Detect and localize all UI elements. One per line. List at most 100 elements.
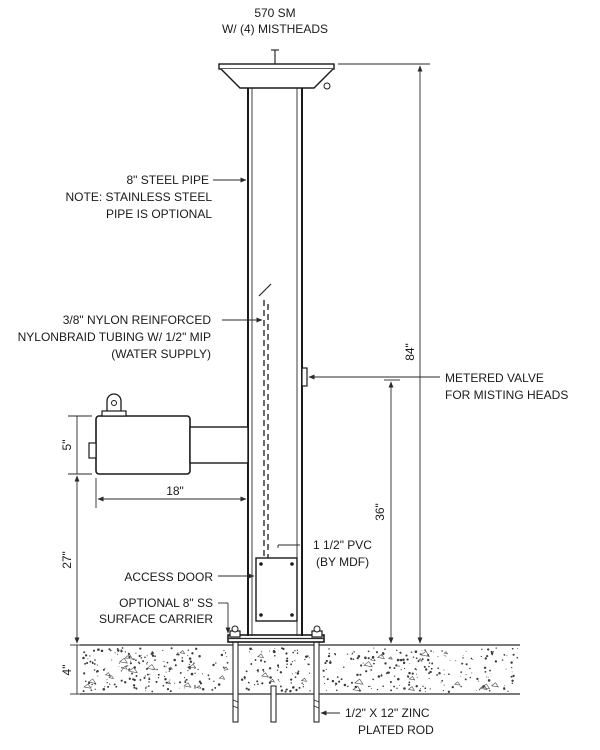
concrete-speck [162,649,164,652]
concrete-speck [403,667,406,670]
concrete-speck [292,673,293,675]
concrete-speck [431,662,434,665]
concrete-speck [422,685,424,687]
concrete-speck [133,678,136,682]
concrete-speck [152,652,154,654]
concrete-speck [285,689,287,691]
concrete-speck [465,674,467,676]
concrete-speck [117,653,119,655]
concrete-speck [194,672,196,674]
concrete-speck [262,668,265,671]
concrete-speck [107,685,110,688]
concrete-speck [274,648,276,650]
concrete-aggregate [167,666,173,670]
concrete-speck [362,662,364,664]
concrete-speck [326,678,329,681]
concrete-speck [290,663,293,666]
concrete-speck [398,665,400,667]
concrete-speck [396,687,398,690]
concrete-speck [511,647,514,650]
concrete-speck [187,649,190,651]
label-nylon-tubing: 3/8" NYLON REINFORCED [63,313,212,327]
concrete-speck [476,690,477,691]
concrete-speck [405,654,408,657]
concrete-speck [449,659,451,661]
concrete-speck [396,658,400,662]
concrete-speck [148,678,151,681]
concrete-aggregate [408,675,416,681]
concrete-speck [471,672,473,674]
concrete-speck [369,685,371,687]
side-bowl [88,393,249,475]
concrete-speck [375,651,379,654]
concrete-speck [195,647,198,650]
concrete-speck [308,657,310,659]
concrete-speck [120,670,123,672]
concrete-speck [111,659,113,661]
concrete-speck [343,683,347,687]
concrete-speck [198,655,201,658]
concrete-speck [144,656,146,659]
concrete-speck [127,665,129,667]
concrete-speck [399,651,402,654]
concrete-speck [352,658,355,660]
concrete-speck [424,687,427,690]
concrete-speck [476,677,479,681]
concrete-aggregate [108,675,115,679]
concrete-speck [429,688,431,690]
concrete-speck [120,650,123,653]
concrete-aggregate [257,653,265,659]
concrete-speck [442,689,445,692]
concrete-speck [132,684,136,687]
concrete-speck [419,653,421,656]
dim-label-18: 18" [166,484,184,498]
concrete-speck [115,685,118,688]
concrete-speck [287,657,289,659]
concrete-speck [84,654,88,657]
concrete-speck [166,688,170,691]
concrete-speck [273,650,276,653]
concrete-speck [187,666,190,669]
concrete-speck [516,648,518,650]
concrete-speck [419,690,422,692]
concrete-speck [145,690,146,692]
concrete-speck [282,647,285,651]
concrete-speck [140,657,143,659]
concrete-speck [187,654,189,656]
concrete-speck [298,686,301,689]
concrete-speck [481,648,483,651]
concrete-speck [506,655,508,657]
concrete-speck [347,685,349,688]
concrete-aggregate [223,666,229,670]
concrete-speck [411,672,414,675]
concrete-speck [121,669,123,671]
concrete-speck [437,656,439,657]
concrete-speck [477,680,479,682]
dim-label-84: 84" [403,343,417,361]
concrete-speck [177,652,179,654]
concrete-speck [460,671,463,673]
concrete-speck [367,650,370,653]
concrete-speck [157,677,160,679]
concrete-speck [448,673,450,676]
concrete-speck [359,673,362,676]
concrete-speck [301,682,303,684]
concrete-speck [263,660,266,663]
concrete-speck [146,673,149,676]
concrete-aggregate [352,685,362,692]
concrete-speck [380,674,383,677]
concrete-speck [87,658,89,660]
concrete-speck [511,679,514,683]
concrete-speck [460,676,462,678]
concrete-speck [424,691,426,693]
concrete-speck [412,656,415,658]
concrete-speck [327,654,331,658]
concrete-speck [133,686,136,689]
concrete-speck [406,658,409,661]
dimension-bowl-offset: 27" [60,475,80,644]
label-nylonbraid: NYLONBRAID TUBING W/ 1/2" MIP [18,330,211,344]
concrete-speck [304,655,308,659]
concrete-aggregate [119,657,128,664]
label-misting-heads: FOR MISTING HEADS [445,388,568,402]
concrete-aggregate [454,681,461,686]
